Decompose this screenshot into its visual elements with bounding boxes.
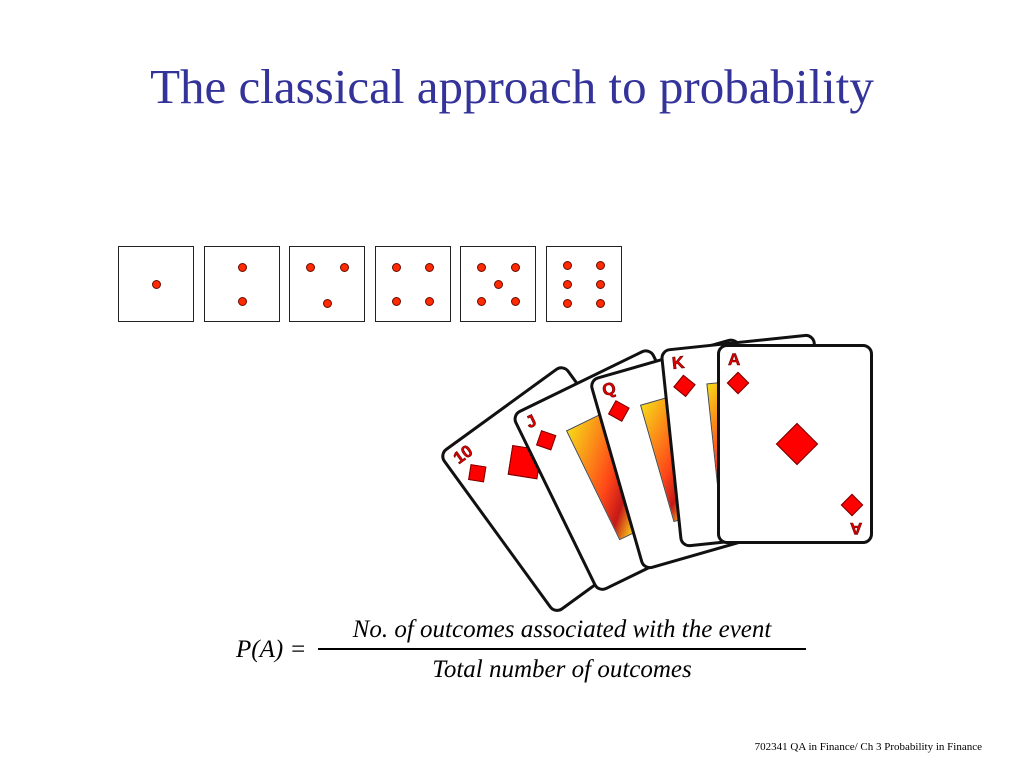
die-pip — [562, 280, 572, 289]
die-pip — [339, 262, 349, 272]
slide-title: The classical approach to probability — [150, 59, 874, 114]
die-pip — [237, 297, 247, 307]
diamond-suit-icon — [673, 374, 696, 398]
die-pip — [391, 296, 401, 306]
die-pip — [152, 280, 161, 289]
die-face-2 — [203, 246, 280, 322]
dice-row — [118, 246, 628, 326]
formula-denominator: Total number of outcomes — [432, 655, 692, 683]
diamond-suit-icon — [536, 430, 557, 451]
die-pip — [425, 263, 435, 273]
die-pip — [477, 296, 487, 306]
die-face-5 — [460, 246, 536, 322]
card-rank-label: Q — [600, 378, 619, 401]
die-pip — [596, 280, 606, 289]
die-face-4 — [374, 246, 451, 322]
diamond-suit-icon — [840, 493, 864, 517]
card-rank-label: J — [522, 410, 540, 433]
die-pip — [391, 263, 401, 273]
die-pip — [596, 299, 606, 308]
card-rank-label: K — [671, 352, 686, 373]
probability-formula: P(A) = No. of outcomes associated with t… — [236, 612, 816, 692]
die-pip — [510, 296, 520, 306]
formula-lhs: P(A) = — [236, 636, 307, 663]
die-pip — [494, 280, 503, 289]
card-rank-label: A — [849, 519, 862, 539]
diamond-suit-icon — [726, 371, 750, 395]
die-pip — [425, 296, 435, 306]
die-pip — [510, 263, 520, 273]
die-pip — [562, 261, 572, 270]
die-pip — [477, 263, 487, 273]
die-face-6 — [545, 246, 622, 322]
card-rank-label: 10 — [449, 441, 477, 468]
die-face-3 — [289, 246, 365, 322]
die-pip — [323, 299, 332, 308]
diamond-suit-icon — [607, 400, 630, 422]
diamond-suit-icon — [775, 422, 819, 466]
die-face-1 — [118, 246, 194, 322]
slide-footer: 702341 QA in Finance/ Ch 3 Probability i… — [754, 741, 982, 753]
fraction-bar — [318, 648, 806, 650]
die-pip — [237, 262, 247, 272]
die-pip — [562, 299, 572, 308]
die-pip — [306, 262, 316, 272]
card-rank-label: A — [728, 350, 741, 369]
die-pip — [596, 261, 606, 270]
formula-fraction: No. of outcomes associated with the even… — [318, 612, 806, 690]
diamond-suit-icon — [468, 464, 487, 483]
formula-numerator: No. of outcomes associated with the even… — [352, 616, 772, 643]
